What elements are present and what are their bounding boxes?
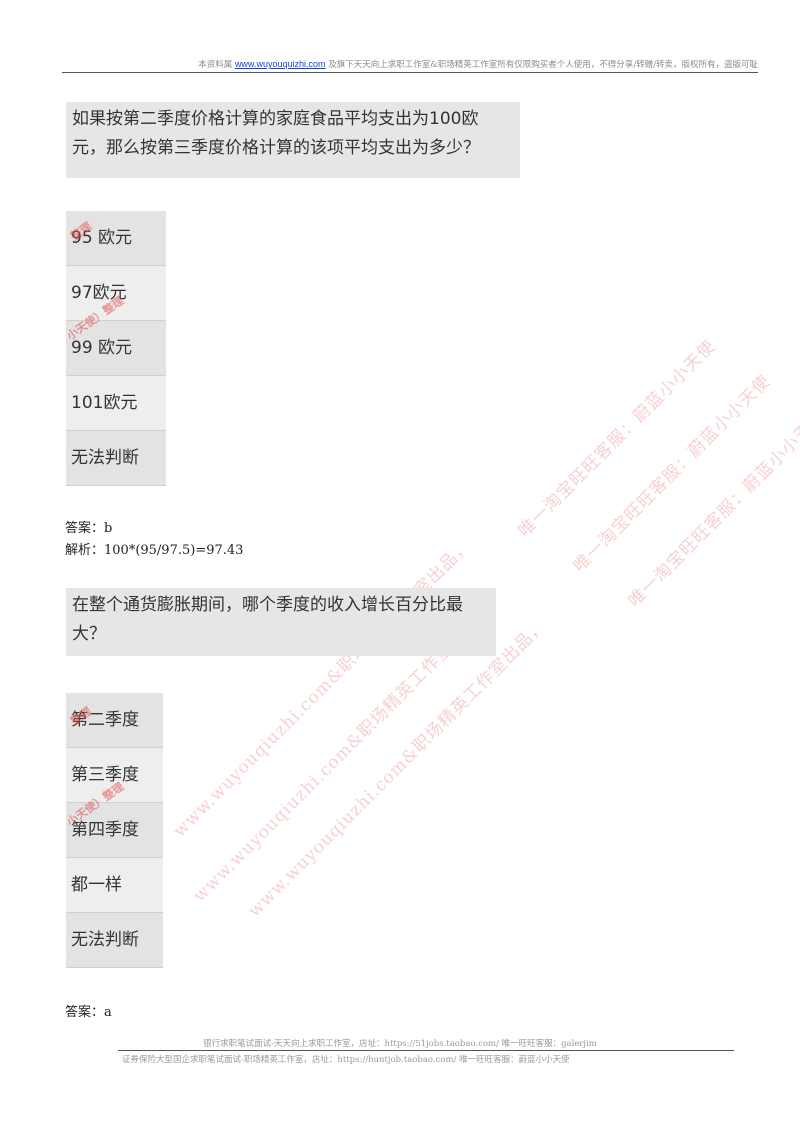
watermark-text: www.wuyouqiuzhi.com&职场精英工作室出品， [169,535,476,842]
option-e[interactable]: 无法判断 [66,431,166,486]
header-suffix: 及旗下天天向上求职工作室&职场精英工作室所有仅限购买者个人使用，不得分享/转赠/… [328,60,758,70]
option-d[interactable]: 都一样 [66,858,163,913]
option-d[interactable]: 101欧元 [66,376,166,431]
footer-divider [118,1050,734,1051]
question-1-line-1: 如果按第二季度价格计算的家庭食品平均支出为100欧 [72,109,479,129]
option-c[interactable]: 99 欧元 [66,321,166,376]
option-a[interactable]: 95 欧元 [66,211,166,266]
question-1-answer: 答案：b [65,521,113,536]
question-2-options: 第二季度 第三季度 第四季度 都一样 无法判断 [66,693,163,968]
question-2-box: 在整个通货膨胀期间，哪个季度的收入增长百分比最 大？ [66,588,496,656]
watermark-text: www.wuyouqiuzhi.com&职场精英工作室出品， [244,615,551,922]
option-b[interactable]: 第三季度 [66,748,163,803]
header-divider [62,72,758,73]
option-e[interactable]: 无法判断 [66,913,163,968]
question-1-box: 如果按第二季度价格计算的家庭食品平均支出为100欧 元，那么按第三季度价格计算的… [66,102,520,178]
question-2-line-2: 大？ [72,624,106,644]
question-2-answer: 答案：a [65,1005,112,1020]
question-1-line-2: 元，那么按第三季度价格计算的该项平均支出为多少？ [72,138,480,158]
footer-line-2: 证券保险大型国企求职笔试面试-职场精英工作室，店址：https://huntjo… [122,1055,570,1065]
option-a[interactable]: 第二季度 [66,693,163,748]
option-b[interactable]: 97欧元 [66,266,166,321]
option-c[interactable]: 第四季度 [66,803,163,858]
header-link[interactable]: www.wuyouquizhi.com [234,59,326,69]
question-2-line-1: 在整个通货膨胀期间，哪个季度的收入增长百分比最 [72,595,463,615]
question-1-analysis: 解析：100*(95/97.5)=97.43 [65,543,244,558]
header-prefix: 本资料属 [198,60,233,70]
page-header: 本资料属 www.wuyouquizhi.com 及旗下天天向上求职工作室&职场… [62,58,758,70]
footer-line-1: 银行求职笔试面试-天天向上求职工作室，店址：https://51jobs.tao… [203,1039,597,1049]
question-1-options: 95 欧元 97欧元 99 欧元 101欧元 无法判断 [66,211,166,486]
